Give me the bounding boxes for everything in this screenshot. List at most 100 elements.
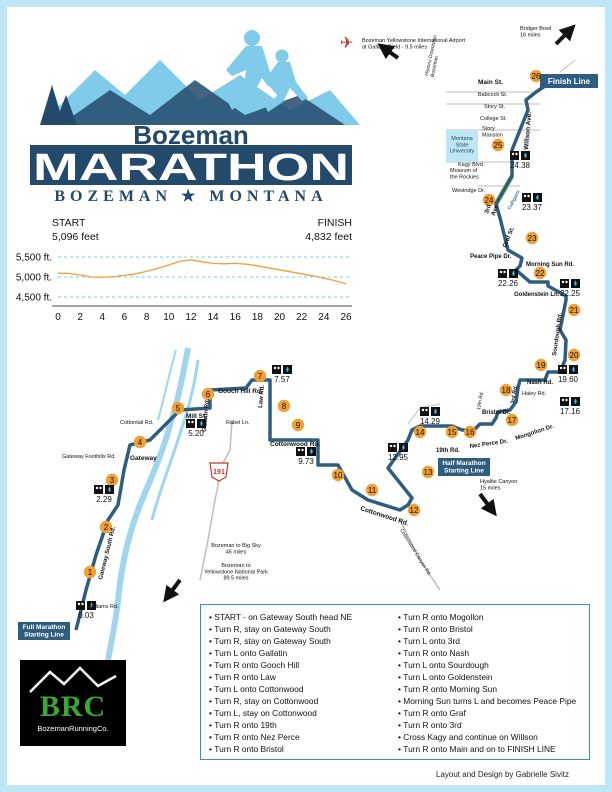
logo-mountains-dark bbox=[60, 80, 345, 125]
mile-marker: 25 bbox=[491, 138, 505, 152]
logo-title-small: Bozeman bbox=[133, 120, 249, 150]
water-drop bbox=[524, 152, 527, 158]
mile-marker: 19 bbox=[534, 358, 548, 372]
water-drop bbox=[574, 280, 577, 286]
directions-panel: START - on Gateway South head NETurn R, … bbox=[200, 604, 590, 760]
aid-station-mile: 22.26 bbox=[498, 279, 519, 288]
aid-station: 9.73 bbox=[296, 447, 316, 466]
direction-step: Turn R onto Nez Perce bbox=[209, 731, 392, 743]
restroom-icon bbox=[522, 193, 531, 202]
mile-marker: 6 bbox=[201, 387, 215, 401]
story-label: Story St. bbox=[484, 104, 506, 110]
aid-station-mile: 24.38 bbox=[510, 161, 531, 170]
mile-marker-dot bbox=[505, 413, 519, 427]
aid-station-mile: 14.29 bbox=[420, 417, 441, 426]
logo-runners bbox=[226, 30, 308, 112]
highway-shield: 191 bbox=[209, 462, 229, 482]
mile-marker-number: 23 bbox=[528, 234, 537, 243]
aid-station-mile: 7.57 bbox=[274, 375, 290, 384]
mile-marker-number: 10 bbox=[334, 471, 343, 480]
x-tick-label: 4 bbox=[100, 312, 106, 323]
mile-marker-number: 2 bbox=[104, 523, 109, 532]
mile-marker-number: 19 bbox=[537, 361, 546, 370]
aid-station: 2.29 bbox=[94, 485, 114, 504]
college-st-label: College St. bbox=[480, 116, 507, 122]
mile-marker: 8 bbox=[277, 399, 291, 413]
mile-marker: 9 bbox=[291, 418, 305, 432]
mile-marker-dot bbox=[277, 399, 291, 413]
williams-label: Williams Rd. bbox=[88, 604, 119, 610]
peace-pipe-label: Peace Pipe Dr. bbox=[470, 254, 512, 260]
willson-label: Willson Ave. bbox=[523, 111, 533, 150]
mile-marker-dot bbox=[567, 348, 581, 362]
gateway-label: Gateway bbox=[130, 455, 157, 462]
x-tick-label: 26 bbox=[340, 312, 352, 323]
water-drop bbox=[90, 602, 93, 608]
cottonwood-canyon-label: Cottonwood Canyon Rd. bbox=[398, 528, 432, 577]
cottonwood-rd-label: Cottonwood Rd. bbox=[270, 441, 320, 448]
nineteenth-small-label: 19th Rd. bbox=[476, 391, 485, 411]
gallatin-label: Gallatin Rd. bbox=[202, 398, 211, 432]
y-tick-label: 4,500 ft. bbox=[16, 293, 52, 304]
full-start-flag bbox=[18, 622, 70, 640]
mile-marker-dot bbox=[413, 425, 427, 439]
aid-station: 5.20 bbox=[186, 419, 206, 438]
x-tick-label: 0 bbox=[55, 312, 61, 323]
mile-marker-dot bbox=[253, 369, 267, 383]
x-tick-label: 14 bbox=[208, 312, 220, 323]
mile-marker: 20 bbox=[567, 348, 581, 362]
mile-marker: 16 bbox=[463, 425, 477, 439]
aid-station: 14.29 bbox=[420, 407, 441, 426]
water-drop bbox=[200, 420, 203, 426]
mile-marker-dot bbox=[83, 565, 97, 579]
x-tick-label: 24 bbox=[318, 312, 330, 323]
mile-marker: 11 bbox=[365, 483, 379, 497]
water-drop bbox=[402, 444, 405, 450]
goldenstein-label: Goldenstein Ln. bbox=[514, 292, 560, 298]
mile-marker-number: 6 bbox=[206, 390, 211, 399]
nineteenth-rd-label: 19th Rd. bbox=[436, 448, 460, 454]
mile-marker-number: 26 bbox=[532, 72, 541, 81]
x-tick-label: 20 bbox=[274, 312, 286, 323]
mile-marker: 12 bbox=[407, 503, 421, 517]
city-streets bbox=[407, 59, 576, 425]
cottonwood-canyon-road bbox=[399, 519, 441, 591]
start-label: START bbox=[52, 217, 86, 229]
mile-marker: 1 bbox=[83, 565, 97, 579]
mile-marker-number: 11 bbox=[368, 486, 377, 495]
aid-station: 12.95 bbox=[388, 443, 409, 462]
aid-station-mile: 17.16 bbox=[560, 407, 581, 416]
mile-marker-dot bbox=[105, 473, 119, 487]
y-tick-label: 5,500 ft. bbox=[16, 253, 52, 264]
restroom-icon bbox=[296, 447, 305, 456]
logo-subtitle: BOZEMAN ★ MONTANA bbox=[54, 188, 328, 205]
restroom-icon bbox=[272, 365, 281, 374]
logo-trees bbox=[40, 85, 77, 125]
aid-station-mile: 22.25 bbox=[560, 289, 581, 298]
direction-step: Turn R onto 3rd bbox=[398, 719, 581, 731]
mile-marker-number: 18 bbox=[502, 386, 511, 395]
westridge-label: Westridge Dr. bbox=[452, 188, 486, 194]
kagy-label: Kagy Blvd. bbox=[458, 162, 485, 168]
aid-station-mile: 12.95 bbox=[388, 453, 409, 462]
mile-marker-dot bbox=[331, 468, 345, 482]
mile-marker-number: 1 bbox=[88, 568, 93, 577]
mile-marker-dot bbox=[291, 418, 305, 432]
mile-marker-dot bbox=[201, 387, 215, 401]
mile-marker-dot bbox=[171, 401, 185, 415]
aid-station-mile: 2.29 bbox=[96, 495, 112, 504]
haley-label: Haley Rd. bbox=[522, 391, 547, 397]
mile-marker: 22 bbox=[533, 266, 547, 280]
mile-marker-number: 16 bbox=[466, 428, 475, 437]
x-tick-label: 2 bbox=[77, 312, 83, 323]
sponsor-name: BozemanRunningCo. bbox=[37, 724, 109, 733]
direction-step: Turn L, stay on Cottonwood bbox=[209, 707, 392, 719]
mile-marker-dot bbox=[567, 303, 581, 317]
